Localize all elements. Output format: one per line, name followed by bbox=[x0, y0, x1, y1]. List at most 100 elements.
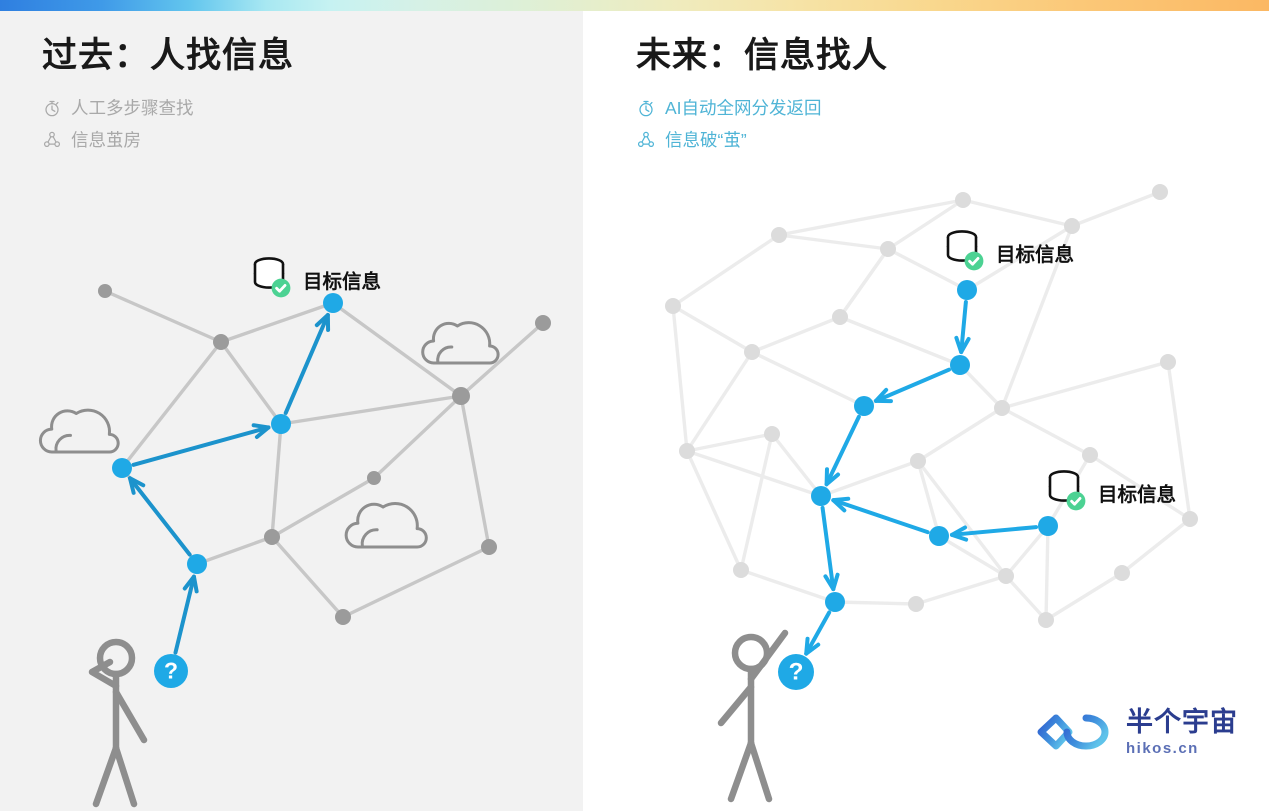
graph-node-active bbox=[825, 592, 845, 612]
cloud-icon bbox=[38, 408, 120, 454]
graph-edge bbox=[1000, 360, 1170, 410]
graph-node bbox=[1182, 511, 1198, 527]
graph-node-active bbox=[271, 414, 291, 434]
graph-edge bbox=[961, 198, 1074, 228]
graph-node bbox=[955, 192, 971, 208]
target-info-chip: 目标信息 bbox=[941, 228, 1074, 276]
target-info-label: 目标信息 bbox=[303, 270, 382, 293]
graph-edge bbox=[685, 449, 743, 572]
graph-edge bbox=[916, 406, 1004, 463]
left-bullet-0: 人工多步骤查找 bbox=[42, 92, 294, 124]
flow-arrow-line bbox=[128, 476, 192, 557]
flow-arrow-head bbox=[824, 467, 841, 487]
left-bullet-1-label: 信息茧房 bbox=[71, 129, 141, 150]
graph-decorations bbox=[38, 321, 500, 549]
graph-edge bbox=[1070, 190, 1162, 228]
graph-node bbox=[1064, 218, 1080, 234]
brand-logo[interactable]: 半个宇宙 hikos.cn bbox=[1031, 706, 1238, 758]
cloud-icon bbox=[421, 321, 500, 365]
flow-arrow-line bbox=[831, 498, 930, 535]
right-bullet-list: AI自动全网分发返回 信息破“茧” bbox=[636, 92, 888, 156]
graph-node bbox=[264, 529, 280, 545]
flow-arrow-line bbox=[283, 312, 330, 415]
graph-node bbox=[880, 241, 896, 257]
graph-node-active bbox=[187, 554, 207, 574]
right-bullet-1-label: 信息破“茧” bbox=[665, 129, 747, 150]
right-bullet-0: AI自动全网分发返回 bbox=[636, 92, 888, 124]
left-title: 过去：人找信息 bbox=[42, 36, 295, 75]
brand-domain: hikos.cn bbox=[1126, 739, 1199, 757]
graph-node-active bbox=[1038, 516, 1058, 536]
graph-edge bbox=[838, 247, 890, 319]
graph-edge bbox=[1000, 406, 1092, 457]
share-nodes-icon bbox=[43, 131, 61, 147]
graph-edge bbox=[1004, 524, 1050, 578]
graph-node bbox=[367, 471, 381, 485]
graph-edge bbox=[685, 449, 823, 498]
graph-edge bbox=[279, 394, 463, 426]
graph-node bbox=[733, 562, 749, 578]
graph-edge bbox=[671, 304, 754, 354]
graph-edge bbox=[103, 289, 223, 344]
flow-arrow-line bbox=[804, 610, 832, 656]
graph-node bbox=[764, 426, 780, 442]
graph-edge bbox=[1004, 574, 1048, 622]
flow-arrow-line bbox=[173, 574, 196, 655]
left-bullet-list: 人工多步骤查找 信息茧房 bbox=[42, 92, 294, 156]
question-badge: ? bbox=[154, 654, 188, 688]
graph-edge bbox=[777, 233, 890, 251]
graph-edge bbox=[1166, 360, 1192, 521]
database-check-icon bbox=[253, 257, 291, 298]
graph-edge bbox=[120, 340, 223, 470]
target-info-label: 目标信息 bbox=[1098, 483, 1177, 506]
graph-node bbox=[535, 315, 551, 331]
graph-node bbox=[771, 227, 787, 243]
left-panel: ? bbox=[0, 11, 583, 811]
target-info-chip: 目标信息 bbox=[248, 255, 381, 303]
graph-edge bbox=[219, 301, 335, 344]
question-badge-label: ? bbox=[164, 658, 178, 684]
graph-edge bbox=[219, 340, 283, 426]
right-title: 未来：信息找人 bbox=[636, 36, 889, 75]
graph-node bbox=[910, 453, 926, 469]
graph-edge bbox=[914, 574, 1008, 606]
flow-arrow-head bbox=[954, 335, 971, 355]
graph-edge bbox=[838, 315, 962, 367]
flow-arrow-head bbox=[128, 476, 146, 495]
stopwatch-icon bbox=[45, 100, 59, 117]
graph-edge bbox=[886, 198, 965, 251]
graph-edge bbox=[331, 301, 463, 398]
graph-node bbox=[832, 309, 848, 325]
graph-edge bbox=[750, 315, 842, 354]
graph-edge bbox=[1044, 524, 1050, 622]
infinity-loop-icon bbox=[1037, 714, 1109, 750]
right-header: 未来：信息找人 AI自动全网分发返回 信息破“ bbox=[636, 34, 888, 156]
stick-figure bbox=[717, 629, 789, 803]
graph-edge bbox=[886, 247, 969, 292]
question-badge: ? bbox=[778, 654, 814, 690]
graph-edge bbox=[916, 459, 1008, 578]
graph-edge bbox=[819, 459, 920, 498]
graph-edge bbox=[916, 459, 941, 538]
graph-edge bbox=[372, 394, 463, 480]
graph-node bbox=[998, 568, 1014, 584]
left-network-graph: ? bbox=[38, 284, 551, 808]
graph-node bbox=[994, 400, 1010, 416]
flow-arrow-line bbox=[820, 505, 836, 592]
graph-edge bbox=[965, 224, 1074, 292]
target-info-chip: 目标信息 bbox=[1043, 468, 1176, 516]
graph-edge bbox=[671, 233, 781, 308]
flow-arrow-head bbox=[314, 312, 331, 332]
graph-node bbox=[665, 298, 681, 314]
graph-node bbox=[679, 443, 695, 459]
cloud-icon bbox=[344, 502, 428, 549]
cloud-icon-inner bbox=[360, 528, 379, 548]
graph-edge bbox=[777, 198, 965, 237]
graph-node bbox=[335, 609, 351, 625]
brand-name: 半个宇宙 bbox=[1126, 706, 1238, 737]
graph-edge bbox=[1120, 517, 1192, 575]
graph-edge bbox=[937, 534, 1008, 578]
graph-nodes bbox=[665, 184, 1198, 628]
stick-figure bbox=[88, 638, 148, 808]
